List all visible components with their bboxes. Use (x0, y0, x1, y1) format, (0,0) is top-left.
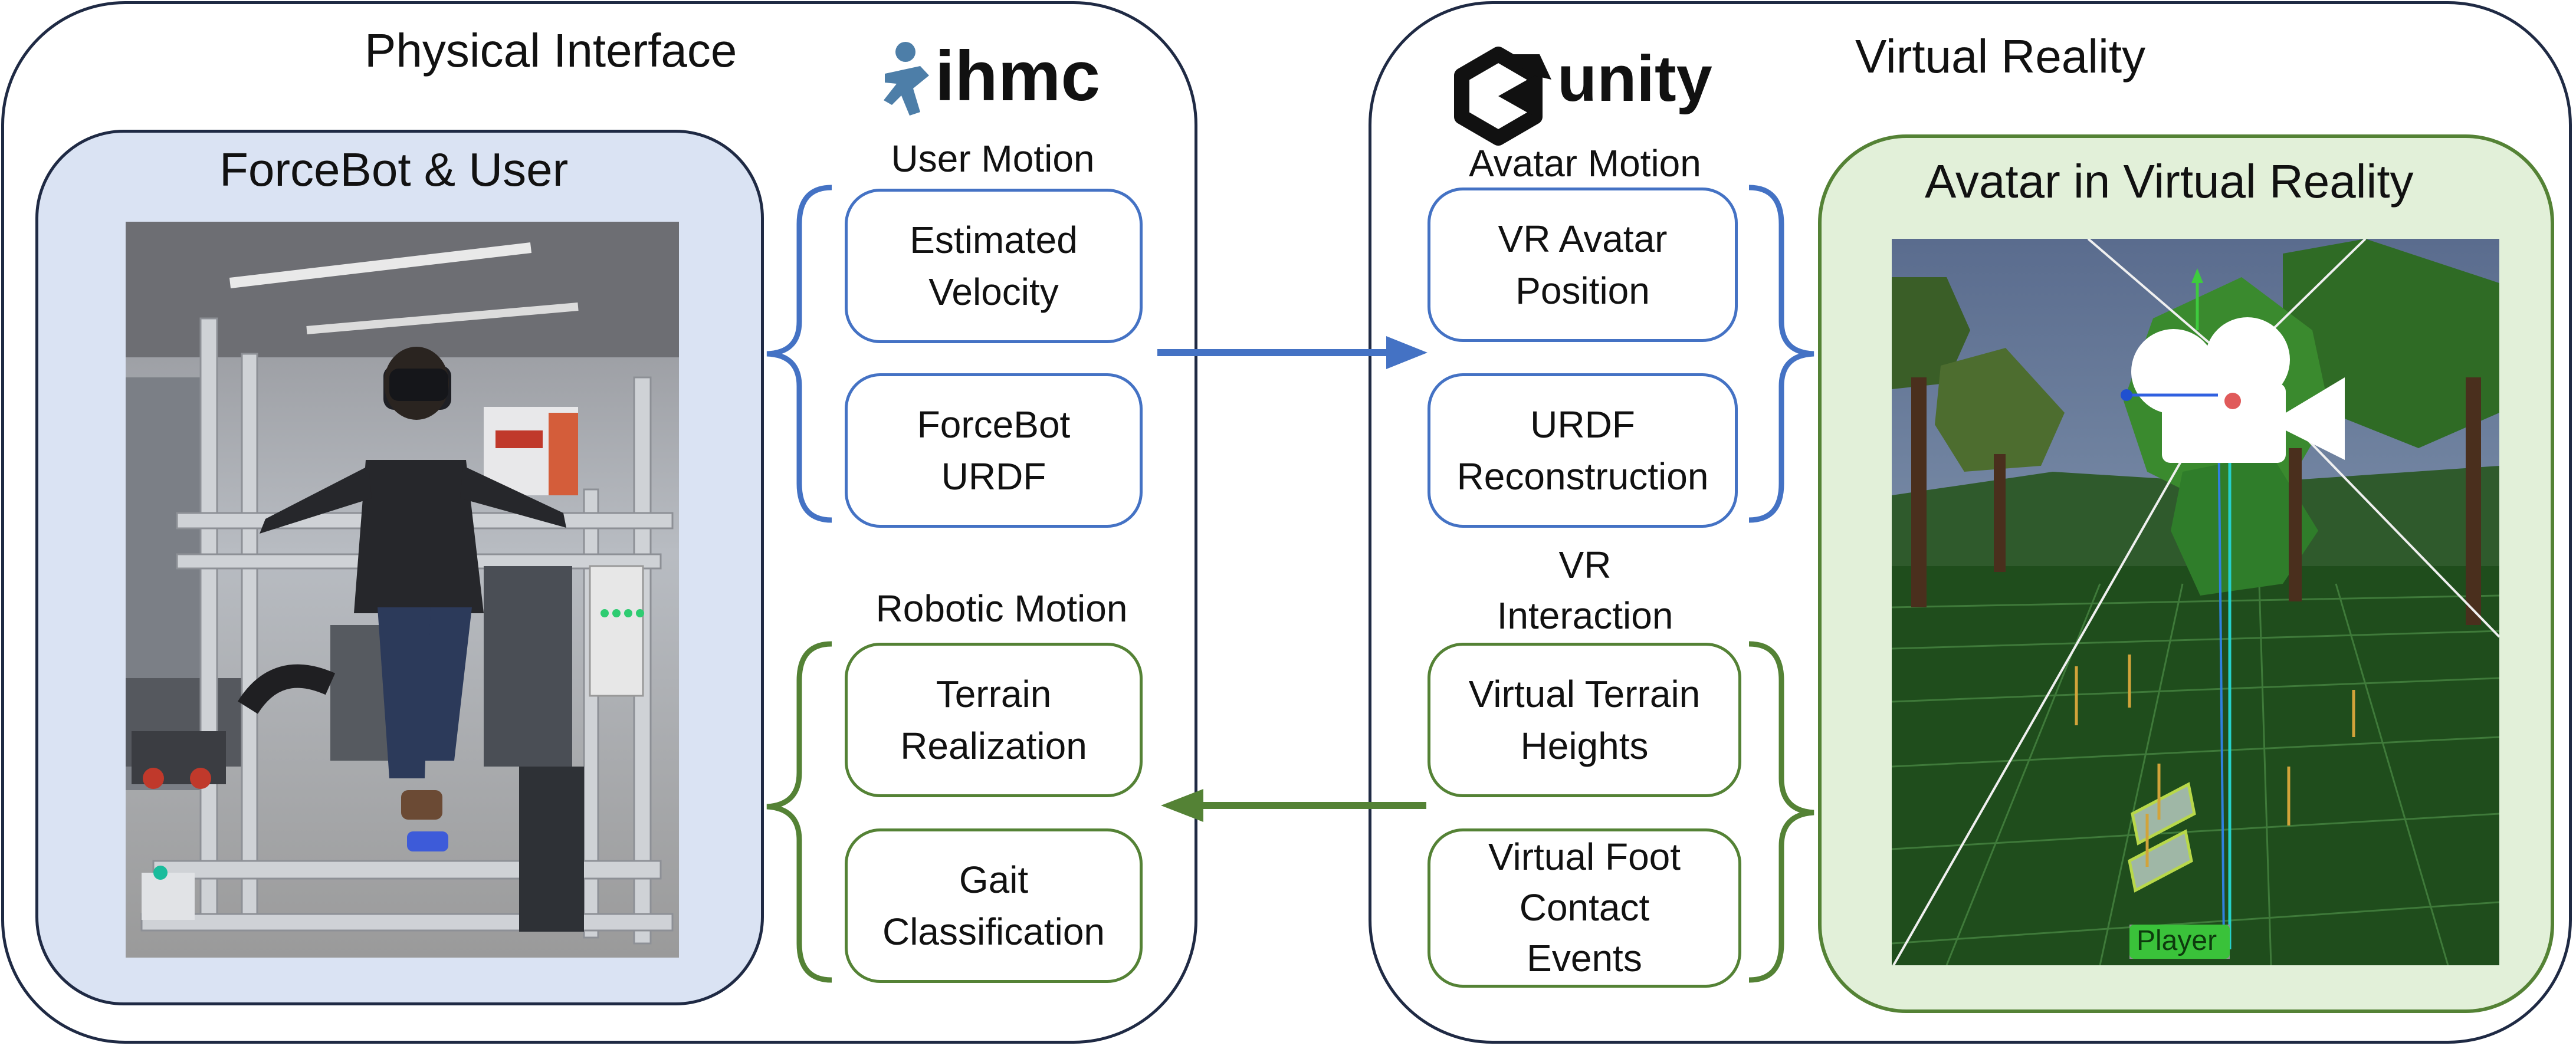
ihmc-logo: ihmc (935, 37, 1101, 116)
gait-classification-box: Gait Classification (845, 828, 1143, 983)
vr-avatar-position-box: VR Avatar Position (1428, 188, 1738, 342)
forcebot-urdf-box: ForceBot URDF (845, 373, 1143, 528)
avatar-vr-panel (1818, 134, 2554, 1013)
robotic-motion-label: Robotic Motion (875, 587, 1128, 630)
forcebot-user-panel (35, 130, 764, 1005)
unity-logo: unity (1557, 42, 1712, 115)
virtual-terrain-heights-box: Virtual Terrain Heights (1428, 643, 1741, 797)
virtual-foot-contact-events-box: Virtual Foot Contact Events (1428, 828, 1741, 988)
user-motion-label: User Motion (891, 137, 1095, 180)
forcebot-user-title: ForceBot & User (219, 143, 569, 196)
virtual-reality-title: Virtual Reality (1855, 30, 2146, 83)
avatar-vr-title: Avatar in Virtual Reality (1925, 155, 2414, 208)
terrain-realization-box: Terrain Realization (845, 643, 1143, 797)
avatar-motion-label: Avatar Motion (1469, 142, 1701, 185)
estimated-velocity-box: Estimated Velocity (845, 189, 1143, 343)
physical-interface-title: Physical Interface (365, 24, 737, 77)
player-label: Player (2137, 925, 2217, 956)
urdf-reconstruction-box: URDF Reconstruction (1428, 373, 1738, 528)
vr-interaction-label: VR Interaction (1497, 544, 1673, 637)
